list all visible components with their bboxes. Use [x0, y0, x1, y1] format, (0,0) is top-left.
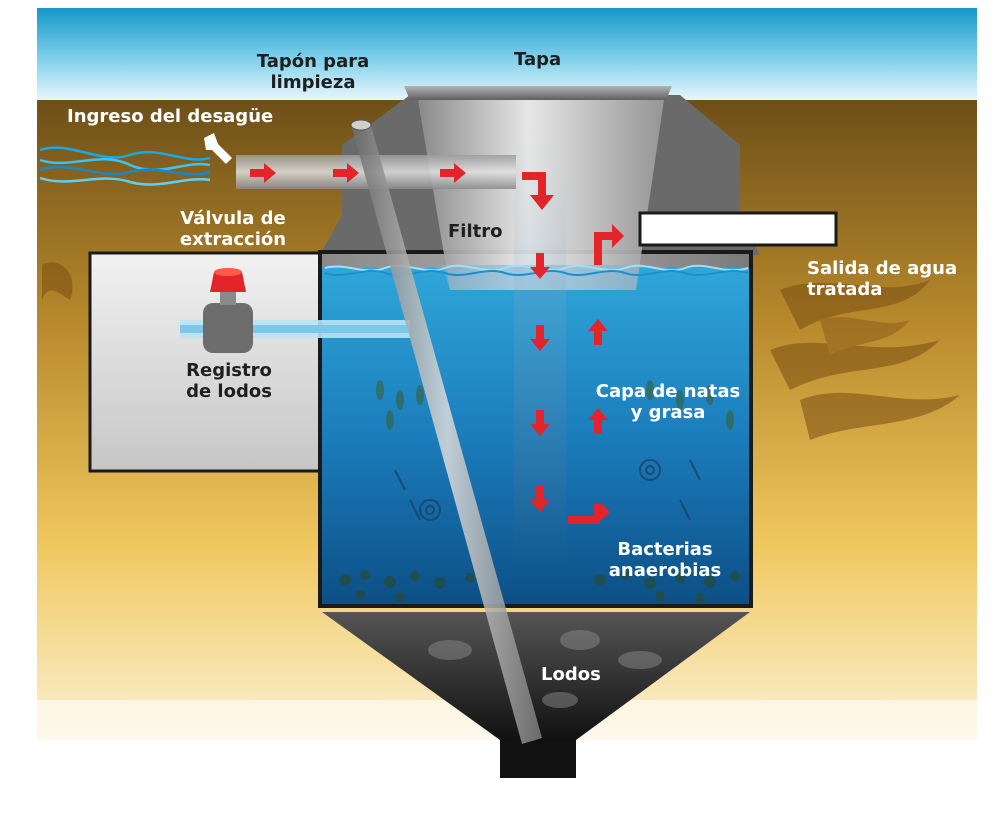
soil-texture [42, 262, 960, 440]
sludge-register-label: Registro de lodos [186, 360, 272, 402]
lid-label: Tapa [514, 49, 562, 70]
sky-band [37, 8, 977, 100]
sludge-register-box [88, 251, 322, 473]
inlet-label: Ingreso del desagüe [67, 106, 274, 127]
sludge-label: Lodos [541, 664, 601, 685]
floating-particles [376, 380, 734, 430]
tank-lid [404, 86, 672, 100]
outlet-label: Salida de agua tratada [807, 258, 958, 300]
settled-particles [339, 570, 740, 603]
scum-grease-layer-label: Capa de natas y grasa [595, 381, 741, 423]
extraction-valve-label: Válvula de extracción [179, 208, 287, 250]
bacteria-icon [394, 459, 701, 521]
flow-arrows [250, 163, 624, 524]
sludge-outlet [500, 738, 576, 778]
sludge-cone [322, 612, 750, 740]
inlet-water-lines [39, 146, 211, 186]
filter-label: Filtro [448, 221, 503, 242]
sludge-blobs [428, 630, 662, 708]
extraction-pipe-core [180, 325, 410, 333]
anaerobic-bacteria-label: Bacterias anaerobias [608, 539, 722, 581]
white-arrow-icon [204, 133, 232, 164]
cleanout-pipe [350, 119, 542, 744]
cleanout-plug-label: Tapón para limpieza [256, 51, 370, 93]
outlet-pipe [638, 211, 838, 247]
red-valve-handle-icon[interactable] [203, 268, 253, 353]
